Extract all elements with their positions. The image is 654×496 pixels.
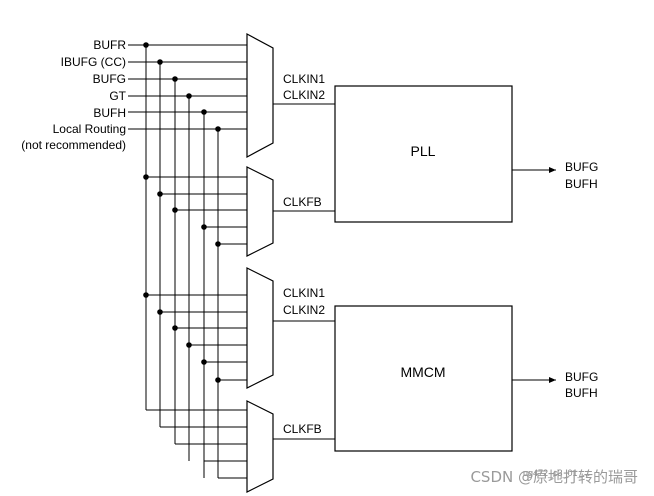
mux3-wires	[146, 294, 247, 381]
pll-clkin2-label: CLKIN2	[283, 88, 325, 102]
mmcm-title: MMCM	[400, 364, 445, 380]
input-label-local-routing: Local Routing	[53, 122, 126, 136]
input-label-bufh: BUFH	[93, 106, 126, 120]
mmcm-clkfb-mux	[246, 400, 274, 493]
vertical-bus	[145, 45, 219, 478]
mux4-wires	[146, 409, 247, 479]
watermark: CSDN @原地打转的瑞哥	[470, 468, 638, 486]
pll-output-bufh: BUFH	[565, 177, 598, 191]
mmcm-clkin-mux	[246, 267, 274, 389]
mux-output-wires	[273, 103, 335, 440]
mmcm-block	[334, 305, 513, 452]
input-wires	[128, 44, 247, 130]
mmcm-clkin2-label: CLKIN2	[283, 303, 325, 317]
pll-clkfb-mux	[246, 166, 274, 257]
pll-clkfb-label: CLKFB	[283, 195, 322, 209]
input-label-ibufg: IBUFG (CC)	[61, 55, 126, 69]
pll-clkin-mux	[246, 32, 274, 159]
mmcm-clkin1-label: CLKIN1	[283, 286, 325, 300]
mmcm-output-bufg: BUFG	[565, 370, 598, 384]
pll-output-bufg: BUFG	[565, 160, 598, 174]
pll-title: PLL	[411, 143, 436, 159]
mux2-wires	[146, 176, 247, 245]
input-label-not-recommended: (not recommended)	[21, 138, 126, 152]
pll-clkin1-label: CLKIN1	[283, 72, 325, 86]
figure-id: ug472_c3_01_...	[523, 468, 590, 478]
input-label-gt: GT	[109, 89, 126, 103]
input-label-bufg: BUFG	[93, 72, 126, 86]
mmcm-output-bufh: BUFH	[565, 386, 598, 400]
pll-block	[334, 85, 513, 223]
junction-dots	[143, 42, 221, 383]
mmcm-clkfb-label: CLKFB	[283, 422, 322, 436]
input-label-bufr: BUFR	[93, 38, 126, 52]
